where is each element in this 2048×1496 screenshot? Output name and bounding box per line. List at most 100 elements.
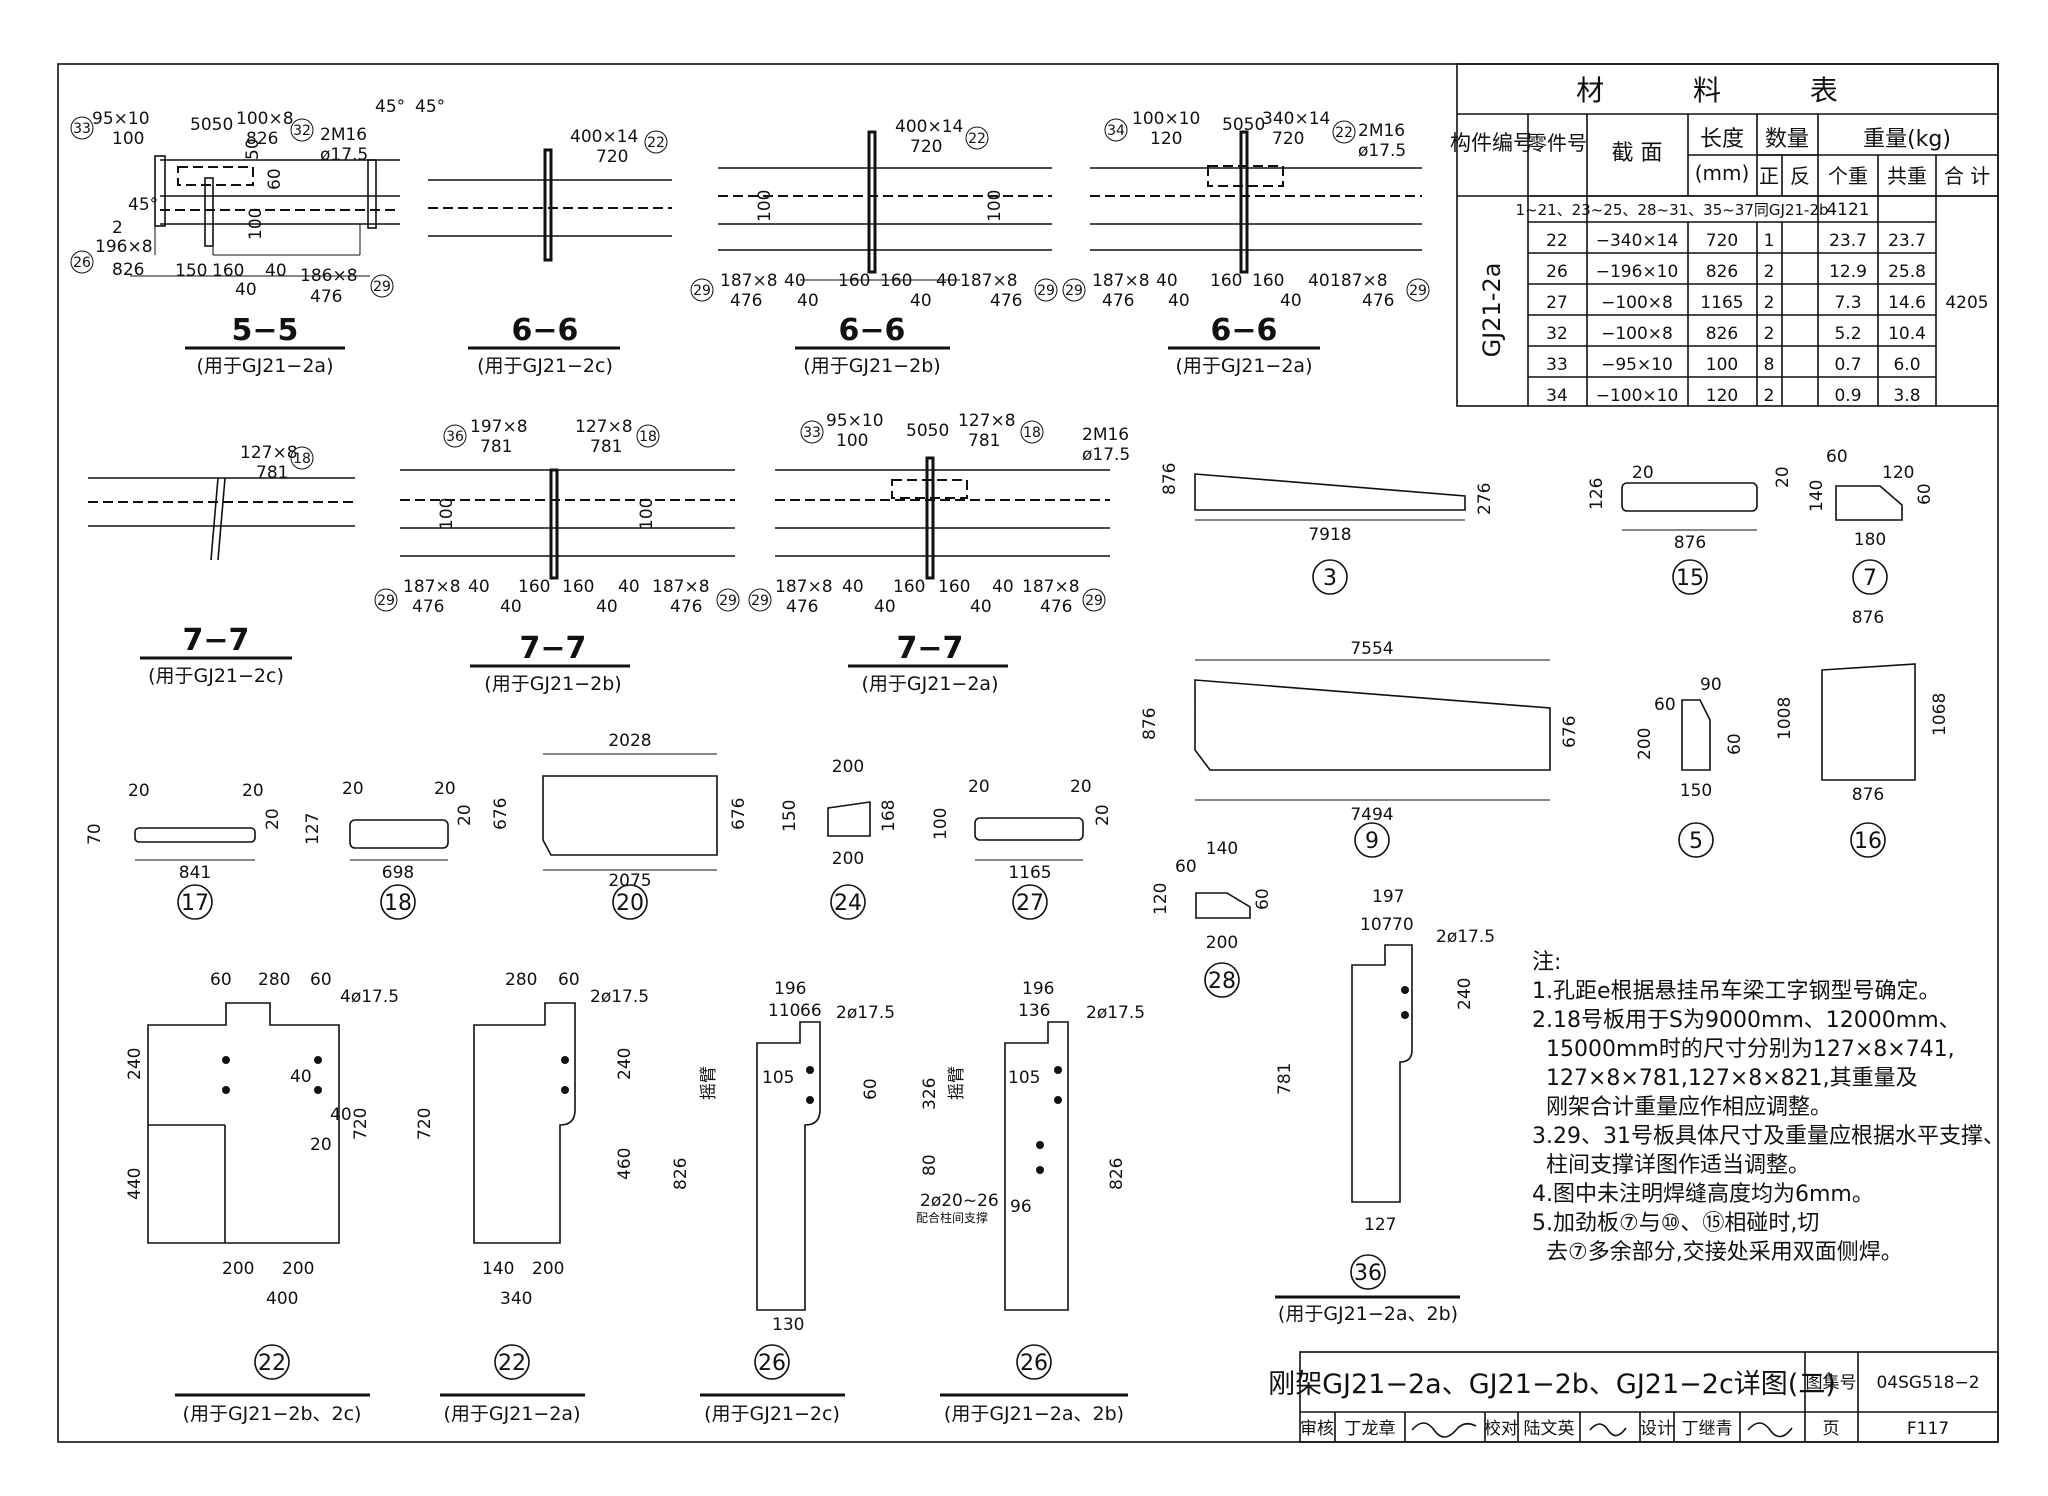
part-circle [443,424,467,448]
s77a-dim-40d: 40 [970,597,992,617]
s77b-dim-476a: 476 [412,597,444,617]
part-number: 29 [1037,283,1055,299]
g22a-hole [314,1086,322,1094]
g22b-dim-340: 340 [500,1289,532,1309]
s66b-sub: (用于GJ21−2b) [803,355,940,377]
g22b-dim-720: 720 [415,1108,435,1140]
g22a-dim-60b: 60 [310,970,332,990]
part-number: 28 [1208,969,1236,994]
p28-bottom: 200 [1206,933,1238,953]
part-circle [1406,278,1430,302]
s77c-title: 7−7 [183,623,250,658]
s77a-label-d175: ø17.5 [1082,445,1130,465]
s55-dim-826b: 826 [246,129,278,149]
s55-label-45c: 45° [128,195,158,215]
g36-hole [1401,1011,1409,1019]
part-number: 24 [834,891,862,916]
s55-label-45a: 45° [375,97,405,117]
g36-dim-107: 107 [1360,915,1392,935]
s55-label-d175: ø17.5 [320,145,368,165]
s77a-dim-40c: 40 [874,597,896,617]
table-cell-section: −196×10 [1596,262,1679,282]
g36-dim-197: 197 [1372,887,1404,907]
g26a-dim-130: 130 [772,1315,804,1335]
s66a-dim-5050: 5050 [1222,115,1265,135]
plate-3: 876 276 7918 [1160,463,1495,545]
p17-left: 70 [85,823,105,845]
p5-left: 200 [1635,728,1655,760]
part-circle [716,588,740,612]
s66a-dim-40a: 40 [1156,271,1178,291]
part-circle [1672,559,1708,595]
s66a-label-340x14: 340×14 [1262,109,1330,129]
g26b-dim-105: 105 [1008,1068,1040,1088]
s55-label-2m16: 2M16 [320,125,367,145]
g36-dim-240: 240 [1455,978,1475,1010]
table-cell-unit: 0.7 [1834,355,1861,375]
header-qty-pos: 正 [1759,164,1779,188]
p24-bottom: 200 [832,849,864,869]
g22a-hole [222,1086,230,1094]
header-quantity: 数量 [1765,127,1809,152]
s77b-dim-100b: 100 [637,498,657,530]
table-cell-length: 826 [1706,262,1738,282]
part-number: 15 [1676,566,1704,591]
s77b-title: 7−7 [520,631,587,666]
table-cell-total: 6.0 [1893,355,1920,375]
s66b-dim-40c: 40 [797,291,819,311]
section-7-7-2a: 95×10 100 5050 127×8 781 2M16 ø17.5 187×… [775,411,1130,695]
table-cell-part: 33 [1546,355,1568,375]
part-circle [800,420,824,444]
g26b-hole [1054,1096,1062,1104]
s66a-dim-476a: 476 [1102,291,1134,311]
part-circle [1034,278,1058,302]
p9-top: 7554 [1350,639,1393,659]
part-number: 29 [719,593,737,609]
table-cell-part: 32 [1546,324,1568,344]
s66b-dim-160a: 160 [838,271,870,291]
g36-dim-70: 70 [1392,915,1414,935]
part-circle [290,118,314,142]
table-cell-pos: 2 [1764,386,1775,406]
g36-dim-781: 781 [1275,1063,1295,1095]
s66b-dim-476b: 476 [990,291,1022,311]
s66a-label-100x10: 100×10 [1132,109,1200,129]
plate-27: 20 20 20 100 1165 [931,777,1113,883]
s66b-dim-40b: 40 [936,271,958,291]
p7-left-top: 60 [1826,447,1848,467]
plate-7: 120 60 140 60 180 [1807,447,1935,550]
g22b-hole [561,1056,569,1064]
s77b-dim-40a: 40 [468,577,490,597]
s66c-label-400x14: 400×14 [570,127,638,147]
review-label: 审核 [1300,1419,1334,1439]
table-cell-total: 23.7 [1888,231,1926,251]
section-6-6-2c: 400×14 720 6−6 (用于GJ21−2c) [428,127,672,377]
part-circle [1678,822,1714,858]
g26a-holes: 2ø17.5 [836,1003,895,1023]
p28-top: 140 [1206,839,1238,859]
atlas-label: 图集号 [1806,1373,1857,1393]
part-number: 29 [693,283,711,299]
plate-24: 200 150 168 200 [780,757,899,869]
table-cell-section: −100×10 [1596,386,1679,406]
p20-bottom: 2075 [608,871,651,891]
header-sum: 合 计 [1944,164,1990,188]
g26b-brace-note: 配合柱间支撑 [916,1210,988,1225]
table-cell-unit: 23.7 [1829,231,1867,251]
s77b-dim-160b: 160 [562,577,594,597]
header-qty-neg: 反 [1790,164,1810,188]
header-part-no: 零件号 [1527,131,1587,155]
p28-left-top: 60 [1175,857,1197,877]
table-cell-part: 22 [1546,231,1568,251]
g22a-dim-440: 440 [125,1168,145,1200]
header-section: 截 面 [1612,141,1663,166]
g26b-dim-196: 196 [1022,979,1054,999]
s77b-label-197x8: 197×8 [470,417,528,437]
s55-dim-100v: 100 [246,208,266,240]
s77a-dim-160a: 160 [893,577,925,597]
g22b-dim-240: 240 [615,1048,635,1080]
note-line: 刚架合计重量应作相应调整。 [1532,1095,1832,1120]
p5-bottom: 150 [1680,781,1712,801]
checker-signature [1589,1423,1627,1437]
gusset-26-2a-2b: 196 136 2ø17.5 105 326 80 2ø20~26 96 826… [916,979,1145,1425]
